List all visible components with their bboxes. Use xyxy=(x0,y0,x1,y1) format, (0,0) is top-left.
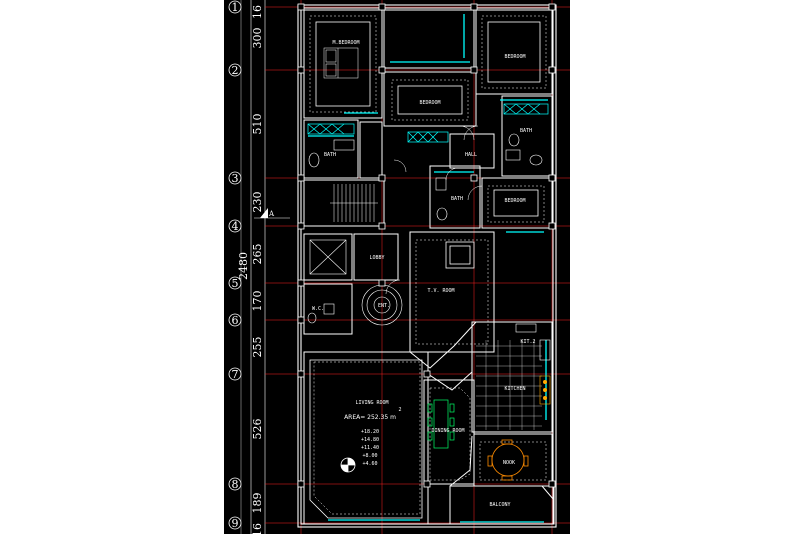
svg-text:A: A xyxy=(268,210,275,218)
dimension-labels: 16 300 510 230 265 2480 170 255 526 189 … xyxy=(237,5,264,534)
floor-plan-drawing: 1 2 3 4 5 6 7 xyxy=(228,0,570,534)
label-kit: KIT.2 xyxy=(520,339,535,345)
columns xyxy=(297,3,556,488)
level-1: +18.20 xyxy=(361,429,379,435)
windows xyxy=(308,14,548,523)
svg-text:4: 4 xyxy=(232,220,239,233)
dim-8: 189 xyxy=(251,493,264,514)
svg-text:1: 1 xyxy=(232,1,239,14)
label-kitchen: KITCHEN xyxy=(504,386,525,392)
svg-text:5: 5 xyxy=(232,277,239,290)
svg-text:2: 2 xyxy=(232,64,239,77)
dim-top-fragment: 16 xyxy=(251,5,264,19)
dim-4: 265 xyxy=(251,244,264,265)
axis-rows: 1 2 3 4 5 6 7 xyxy=(228,0,570,530)
section-marker: A xyxy=(254,208,290,219)
outer-walls xyxy=(297,4,557,528)
staircase xyxy=(330,184,378,222)
interior-walls xyxy=(303,9,555,525)
dim-total: 2480 xyxy=(237,252,250,280)
elevator xyxy=(309,239,347,275)
svg-text:7: 7 xyxy=(232,368,239,381)
label-nook: NOOK xyxy=(503,460,515,466)
svg-text:9: 9 xyxy=(232,517,239,530)
level-4: +8.00 xyxy=(362,453,377,459)
dim-2: 510 xyxy=(251,114,264,135)
svg-text:3: 3 xyxy=(232,172,239,185)
diagonal-walls xyxy=(409,321,555,524)
label-dining-room: DINING ROOM xyxy=(431,428,464,434)
label-m-bedroom: M.BEDROOM xyxy=(332,40,359,46)
label-bath-mid: BATH xyxy=(451,196,463,202)
level-2: +14.80 xyxy=(361,437,379,443)
label-living-room: LIVING ROOM xyxy=(355,400,388,406)
label-hall: HALL xyxy=(465,152,477,158)
axis-6: 6 xyxy=(228,313,570,327)
living-area-text: AREA= 252.35 m xyxy=(344,414,396,421)
label-entrance: ENT. xyxy=(378,303,390,309)
label-balcony: BALCONY xyxy=(489,502,510,508)
floor-plan-sheet: 1 2 3 4 5 6 7 xyxy=(224,0,570,534)
kitchen-floor-pattern xyxy=(476,340,542,430)
axis-5: 5 xyxy=(228,276,570,290)
door-swings xyxy=(385,125,483,295)
label-bedroom-right: BEDROOM xyxy=(504,198,525,204)
label-bath-left: BATH xyxy=(324,152,336,158)
closets xyxy=(307,103,549,143)
nook-table xyxy=(487,439,529,481)
kitchen-appliances xyxy=(515,323,551,405)
master-bed xyxy=(323,47,359,79)
level-5: +4.60 xyxy=(362,461,377,467)
bath-fixtures xyxy=(307,133,543,324)
label-bedroom-top-right: BEDROOM xyxy=(504,54,525,60)
dim-bottom-fragment: 16 xyxy=(251,523,264,534)
dim-1: 300 xyxy=(251,28,264,49)
label-wc: W.C. xyxy=(312,306,324,312)
axis-9: 9 xyxy=(228,516,570,530)
nested-frames xyxy=(309,21,541,519)
axis-7: 7 xyxy=(228,367,570,381)
area-superscript: 2 xyxy=(398,407,401,413)
svg-text:8: 8 xyxy=(232,478,239,491)
svg-text:6: 6 xyxy=(232,314,239,327)
level-3: +11.40 xyxy=(361,445,379,451)
label-bath-right: BATH xyxy=(520,128,532,134)
dim-6: 255 xyxy=(251,337,264,358)
living-annotations: AREA= 252.35 m 2 +18.20 +14.80 +11.40 +8… xyxy=(344,407,401,467)
dim-3: 230 xyxy=(251,192,264,213)
room-labels: M.BEDROOM BEDROOM BEDROOM BATH HALL BATH… xyxy=(312,40,536,508)
dining-table xyxy=(427,399,455,449)
label-bedroom-mid: BEDROOM xyxy=(419,100,440,106)
level-symbol xyxy=(340,457,356,473)
axis-2: 2 xyxy=(228,63,570,77)
ceiling-outlines xyxy=(309,15,547,515)
axis-8: 8 xyxy=(228,477,570,491)
axis-1: 1 xyxy=(228,0,570,14)
dim-7: 526 xyxy=(251,419,264,440)
label-lobby: LOBBY xyxy=(369,255,384,261)
label-tv-room: T.V. ROOM xyxy=(427,288,454,294)
dim-5: 170 xyxy=(251,291,264,312)
